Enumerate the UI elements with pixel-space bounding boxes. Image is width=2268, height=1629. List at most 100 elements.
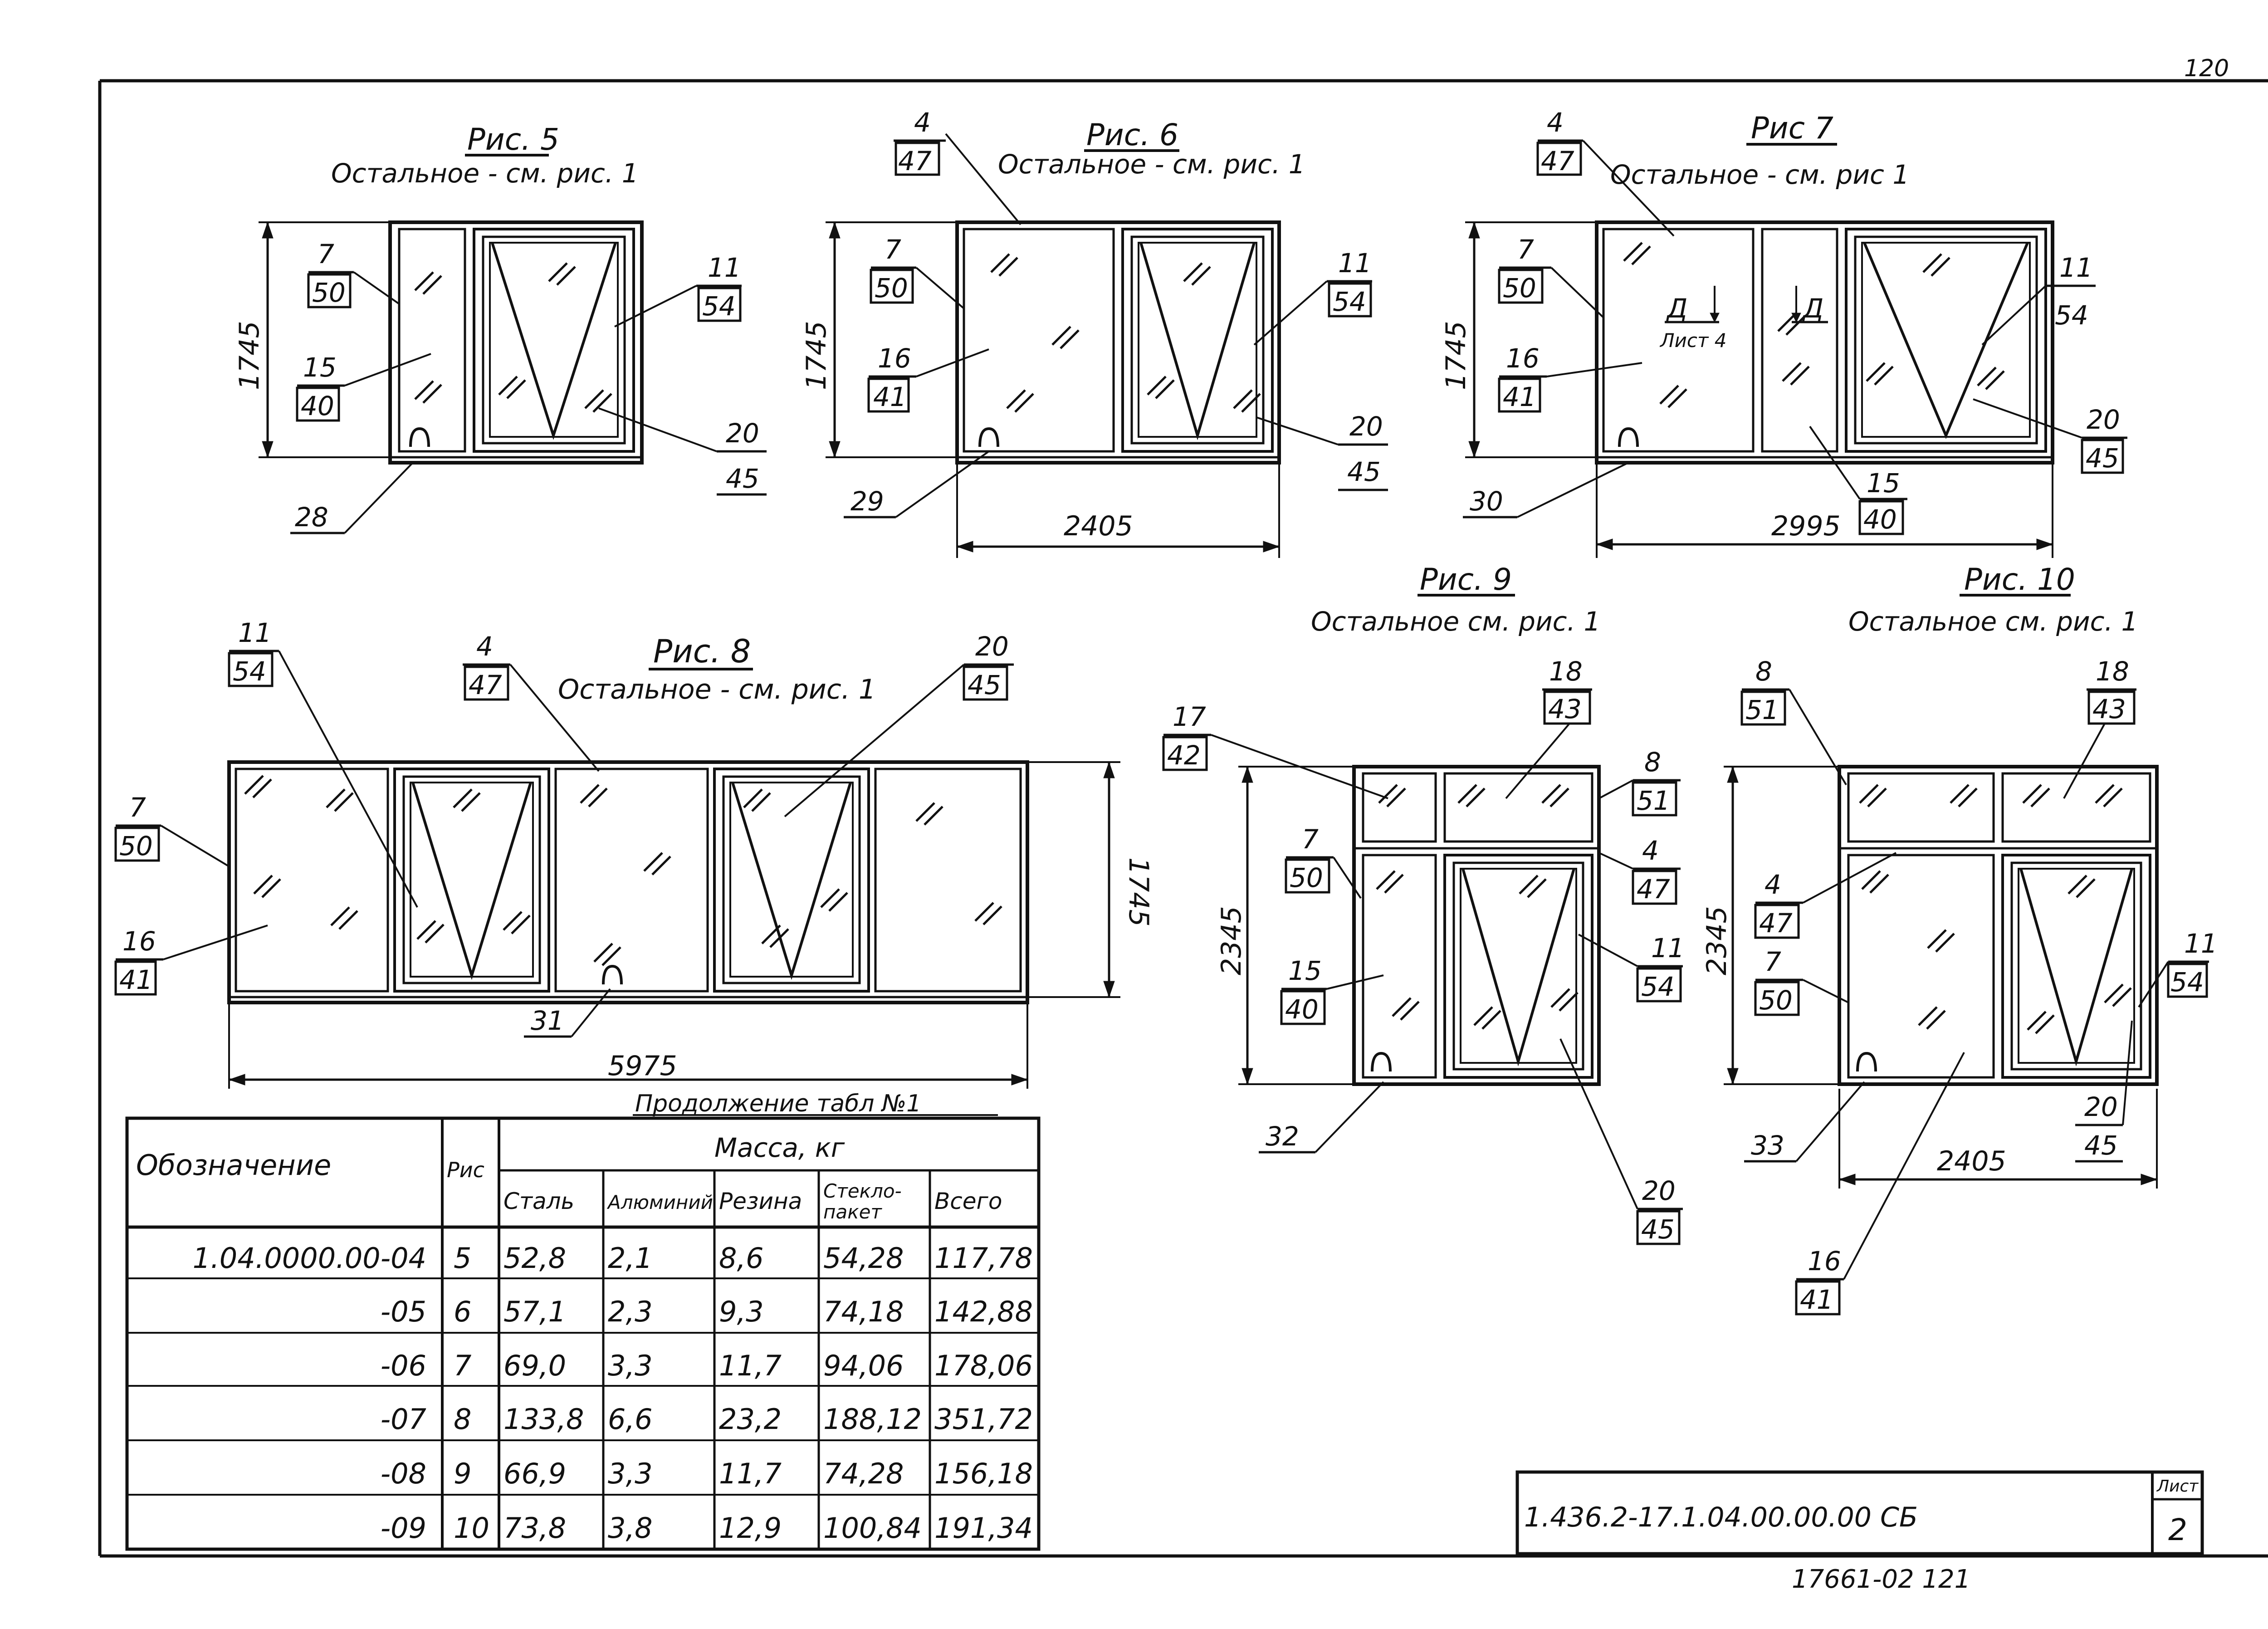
callout: 50	[1503, 273, 1536, 303]
row-value: 142,88	[934, 1295, 1033, 1328]
callout: 15	[1288, 955, 1322, 986]
callout: 51	[1745, 695, 1779, 725]
callout: 50	[312, 277, 346, 308]
callout: 4	[1642, 835, 1659, 866]
row-value: 9,3	[719, 1295, 764, 1328]
row-value: 74,28	[823, 1457, 904, 1490]
callout: 50	[875, 273, 908, 303]
row-value: 69,0	[503, 1349, 566, 1382]
callout: 41	[119, 964, 153, 995]
fig6-subtitle: Остальное - см. рис. 1	[998, 149, 1305, 180]
row-fig: 8	[454, 1403, 471, 1436]
row-value: 94,06	[823, 1349, 904, 1382]
fig9-height-dim: 2345	[1216, 906, 1247, 975]
section-mark-right: Д	[1802, 293, 1823, 324]
header-mass: Масса, кг	[714, 1132, 845, 1163]
fig10-width-dim: 2405	[1937, 1145, 2006, 1177]
callout: 47	[1637, 874, 1670, 905]
callout: 28	[295, 502, 328, 533]
callout: 11	[2059, 252, 2093, 283]
page-corner-number: 120	[2184, 55, 2229, 82]
callout: 20	[2087, 404, 2120, 435]
callout: 40	[1863, 504, 1897, 535]
callout: 20	[726, 418, 759, 449]
callout: 47	[1759, 908, 1793, 939]
row-value: 23,2	[719, 1403, 782, 1436]
fig7-subtitle: Остальное - см. рис 1	[1610, 159, 1909, 190]
row-value: 133,8	[503, 1403, 584, 1436]
callout: 7	[129, 792, 146, 823]
figure-10: Рис. 10 Остальное см. рис. 1 2345 2405 8…	[1701, 562, 2218, 1316]
callout: 16	[878, 343, 911, 374]
header-fig: Рис	[447, 1158, 484, 1182]
fig5-height-dim: 1745	[234, 321, 265, 390]
row-value: 3,3	[608, 1457, 653, 1490]
fig10-title: Рис. 10	[1964, 562, 2075, 597]
fig9-title: Рис. 9	[1420, 562, 1512, 597]
callout: 47	[469, 670, 502, 700]
callout: 8	[1755, 656, 1772, 687]
row-value: 54,28	[823, 1242, 904, 1275]
column-header: Резина	[719, 1188, 802, 1214]
footer-code: 17661-02 121	[1792, 1565, 1970, 1594]
callout: 4	[476, 631, 493, 662]
row-value: 66,9	[503, 1457, 566, 1490]
column-header: пакет	[823, 1201, 882, 1223]
column-header: Алюминий	[606, 1191, 713, 1213]
callout: 32	[1266, 1121, 1299, 1152]
fig5-subtitle: Остальное - см. рис. 1	[331, 158, 639, 189]
callout: 11	[1338, 248, 1372, 279]
callout: 54	[702, 291, 736, 322]
row-designation: -07	[381, 1403, 426, 1436]
callout: 7	[885, 234, 901, 265]
callout: 40	[301, 391, 334, 421]
callout: 45	[726, 463, 759, 494]
callout: 45	[968, 670, 1001, 700]
callout: 45	[1641, 1214, 1675, 1245]
callout: 4	[1765, 869, 1781, 900]
callout: 20	[2084, 1091, 2118, 1122]
section-mark-left: Д	[1666, 293, 1687, 324]
callout: 50	[1290, 862, 1323, 893]
callout: 40	[1285, 994, 1319, 1025]
fig10-subtitle: Остальное см. рис. 1	[1848, 606, 2138, 637]
callout: 15	[303, 352, 337, 383]
callout: 31	[531, 1005, 564, 1036]
callout: 54	[233, 656, 266, 687]
sheet-ref: Лист 4	[1659, 329, 1727, 352]
callout: 4	[1547, 107, 1564, 138]
callout: 16	[122, 926, 156, 957]
figure-9: Рис. 9 Остальное см. рис. 1 2345 17 42 1…	[1162, 562, 1685, 1245]
fig6-width-dim: 2405	[1064, 510, 1133, 542]
row-value: 6,6	[608, 1403, 653, 1436]
row-value: 52,8	[503, 1242, 566, 1275]
callout: 18	[2096, 656, 2129, 687]
callout: 30	[1470, 486, 1503, 517]
callout: 45	[1347, 456, 1381, 487]
fig7-width-dim: 2995	[1771, 510, 1841, 542]
callout: 16	[1506, 343, 1540, 374]
fig8-width-dim: 5975	[608, 1050, 677, 1082]
fig9-subtitle: Остальное см. рис. 1	[1311, 606, 1600, 637]
callout: 7	[1302, 824, 1319, 855]
callout: 8	[1644, 747, 1661, 778]
row-value: 11,7	[719, 1457, 782, 1490]
callout: 15	[1867, 468, 1900, 499]
callout: 33	[1751, 1130, 1784, 1161]
figure-5: Рис. 5 Остальное - см. рис. 1 1745 7 50 …	[234, 122, 767, 534]
callout: 42	[1167, 740, 1201, 771]
figure-6: Рис. 6 Остальное - см. рис. 1 1745 2405 …	[801, 107, 1388, 558]
row-fig: 7	[454, 1349, 471, 1382]
figure-8: Рис. 8 Остальное - см. рис. 1 5975 1745	[114, 617, 1154, 1089]
row-fig: 10	[454, 1512, 489, 1545]
callout: 7	[318, 239, 334, 269]
row-value: 12,9	[719, 1512, 782, 1545]
callout: 50	[119, 831, 153, 861]
fig8-title: Рис. 8	[653, 633, 751, 670]
callout: 11	[1651, 933, 1685, 964]
column-header: Всего	[934, 1188, 1002, 1214]
callout: 54	[2055, 300, 2088, 331]
row-designation: -05	[381, 1295, 426, 1328]
callout: 50	[1759, 985, 1793, 1016]
